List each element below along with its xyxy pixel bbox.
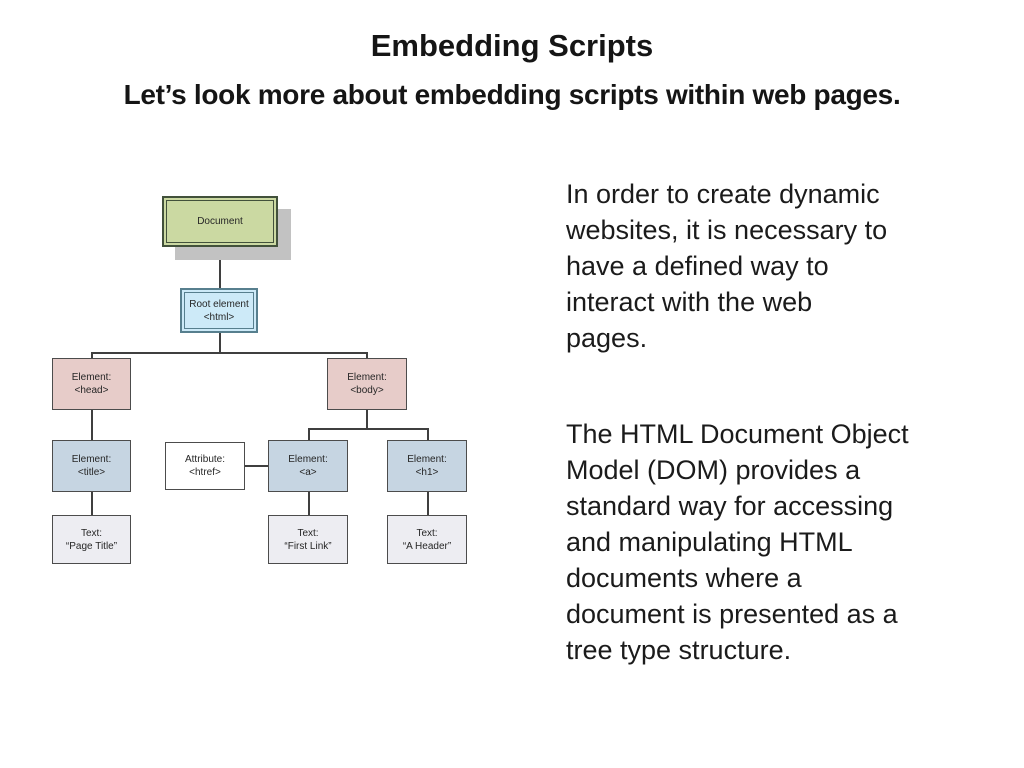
node-label: <body> <box>350 385 384 396</box>
diagram-node-text-page-title: Text: “Page Title” <box>52 515 131 564</box>
dom-tree-diagram: Document Root element <html> Element: <h… <box>0 0 520 620</box>
node-label: <a> <box>299 467 317 478</box>
connector-body-stem <box>366 409 368 429</box>
node-label: Text: <box>80 527 103 539</box>
node-label: Document <box>197 216 243 227</box>
connector-h1-drop <box>427 428 429 441</box>
node-label: <title> <box>77 467 106 478</box>
slide-title: Embedding Scripts <box>370 28 654 63</box>
paragraph-intro: In order to create dynamic websites, it … <box>566 179 888 353</box>
diagram-node-title: Element: <title> <box>52 440 131 492</box>
diagram-node-attribute-htref: Attribute: <htref> <box>165 442 245 490</box>
slide-subtitle: Let’s look more about embedding scripts … <box>123 79 901 110</box>
connector-attribute-a <box>244 465 269 467</box>
connector-head-drop <box>91 352 93 360</box>
connector-html-children <box>91 352 368 354</box>
connector-a-text <box>308 491 310 516</box>
node-label: Element: <box>71 454 112 465</box>
connector-h1-text <box>427 491 429 516</box>
node-label: Text: <box>416 527 438 539</box>
node-label: “A Header” <box>402 540 452 552</box>
diagram-node-head: Element: <head> <box>52 358 131 410</box>
node-label: Text: <box>297 527 319 539</box>
node-label: “Page Title” <box>65 540 118 552</box>
connector-title-text <box>91 491 93 516</box>
diagram-node-text-first-link: Text: “First Link” <box>268 515 348 564</box>
connector-head-title <box>91 409 93 441</box>
node-label: Element: <box>347 372 387 383</box>
connector-body-drop <box>366 352 368 360</box>
diagram-node-body: Element: <body> <box>327 358 407 410</box>
paragraph-dom: The HTML Document Object Model (DOM) pro… <box>566 419 909 665</box>
body-text-column: In order to create dynamic websites, it … <box>566 176 986 668</box>
node-label: Element: <box>407 454 447 465</box>
node-label: <htref> <box>189 467 221 478</box>
connector-a-drop <box>308 428 310 441</box>
node-label: <html> <box>203 311 235 323</box>
node-label: Element: <box>288 454 328 465</box>
node-label: <h1> <box>415 467 439 478</box>
diagram-node-h1: Element: <h1> <box>387 440 467 492</box>
diagram-node-text-a-header: Text: “A Header” <box>387 515 467 564</box>
connector-body-children <box>308 428 428 430</box>
node-label: <head> <box>74 385 109 396</box>
node-label: Attribute: <box>184 454 226 465</box>
diagram-node-a: Element: <a> <box>268 440 348 492</box>
node-label: Element: <box>71 372 112 383</box>
connector-root-stem <box>219 332 221 353</box>
diagram-node-document: Document <box>162 196 278 247</box>
node-label: “First Link” <box>284 540 332 552</box>
connector-document-root <box>219 246 221 289</box>
diagram-node-root-element: Root element <html> <box>180 288 258 333</box>
node-label: Root element <box>189 298 249 310</box>
